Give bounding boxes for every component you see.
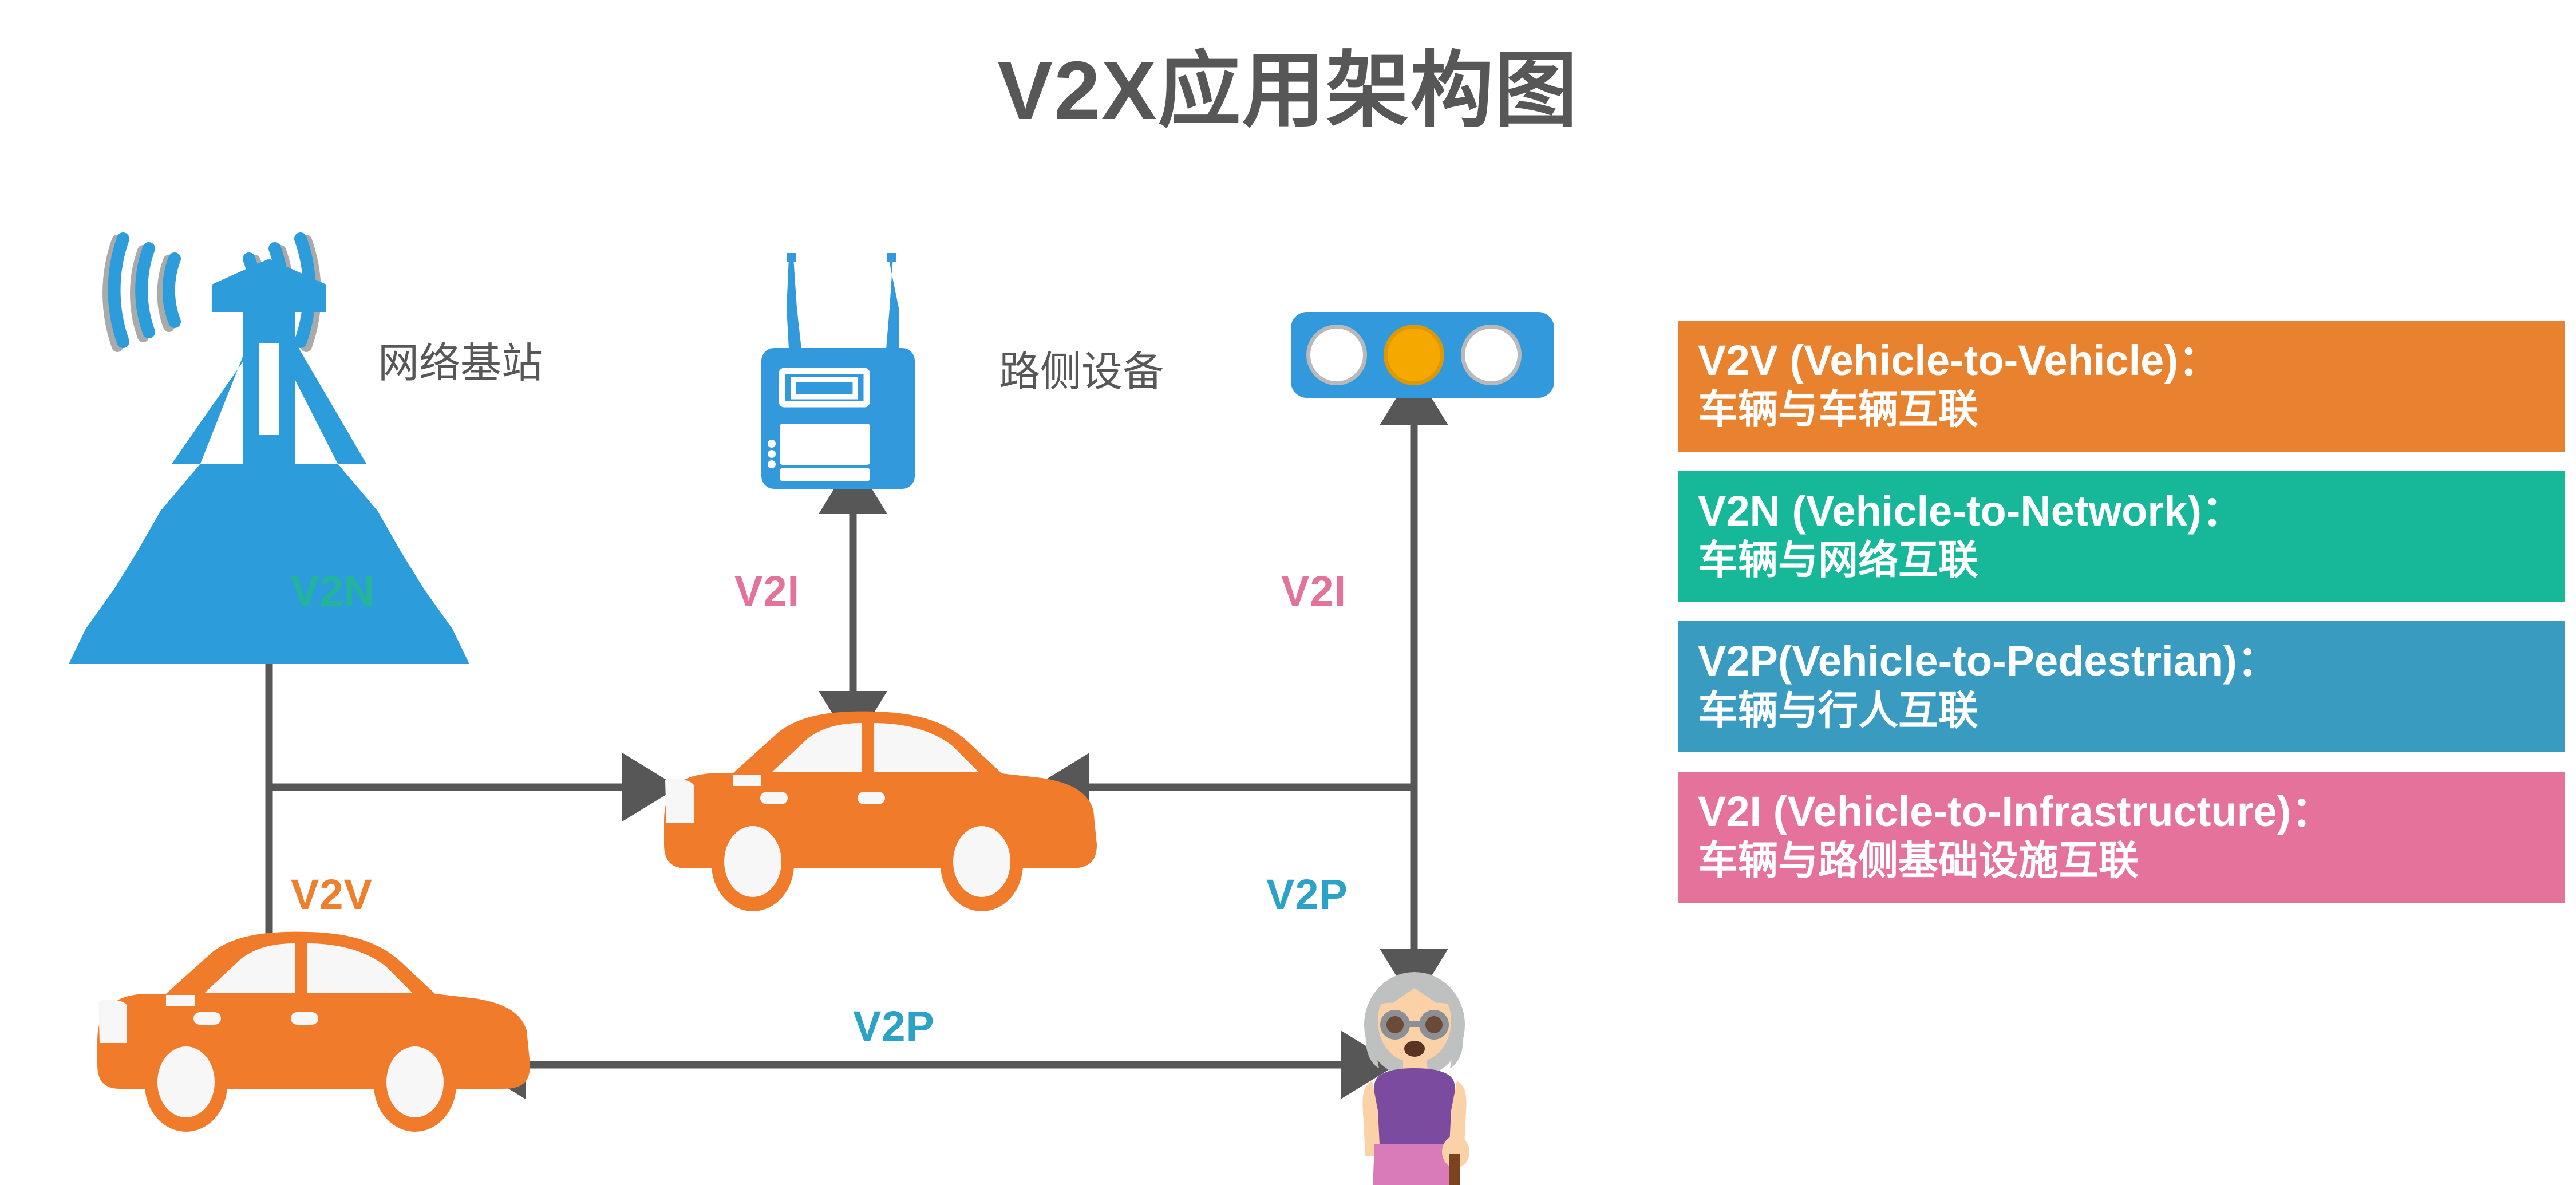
elderly-pedestrian-icon <box>1362 972 1469 1185</box>
traffic-light-icon <box>1291 312 1554 398</box>
legend-title: V2I (Vehicle-to-Infrastructure)： <box>1698 788 2334 836</box>
link-label-v2i-rsu: V2I <box>734 567 800 615</box>
cell-tower-icon <box>69 232 469 664</box>
page-title: V2X应用架构图 <box>997 44 1579 137</box>
link-label-v2i-traffic-light: V2I <box>1281 567 1347 615</box>
roadside-unit-icon <box>761 253 915 489</box>
legend-desc: 车辆与路侧基础设施互联 <box>1698 837 2139 884</box>
legend-title: V2N (Vehicle-to-Network)： <box>1698 487 2244 535</box>
link-label-v2p-vertical: V2P <box>1266 871 1348 918</box>
legend-desc: 车辆与行人互联 <box>1698 686 1978 734</box>
car-icon <box>97 931 530 1132</box>
base-station-label: 网络基站 <box>378 339 543 387</box>
link-label-v2v: V2V <box>291 871 373 918</box>
legend: V2V (Vehicle-to-Vehicle)： 车辆与车辆互联 V2N (V… <box>1678 321 2565 922</box>
legend-desc: 车辆与网络互联 <box>1698 536 1978 584</box>
roadside-unit-label: 路侧设备 <box>999 347 1164 396</box>
legend-title: V2P(Vehicle-to-Pedestrian)： <box>1698 637 2279 685</box>
legend-title: V2V (Vehicle-to-Vehicle)： <box>1698 337 2221 384</box>
legend-item-v2p: V2P(Vehicle-to-Pedestrian)： 车辆与行人互联 <box>1678 621 2565 753</box>
legend-item-v2i: V2I (Vehicle-to-Infrastructure)： 车辆与路侧基础… <box>1678 772 2565 903</box>
legend-desc: 车辆与车辆互联 <box>1698 386 1978 433</box>
link-label-v2p-horizontal: V2P <box>853 1002 935 1050</box>
car-icon <box>664 711 1097 911</box>
link-label-v2n: V2N <box>291 567 375 615</box>
legend-item-v2v: V2V (Vehicle-to-Vehicle)： 车辆与车辆互联 <box>1678 321 2565 452</box>
legend-item-v2n: V2N (Vehicle-to-Network)： 车辆与网络互联 <box>1678 471 2565 602</box>
